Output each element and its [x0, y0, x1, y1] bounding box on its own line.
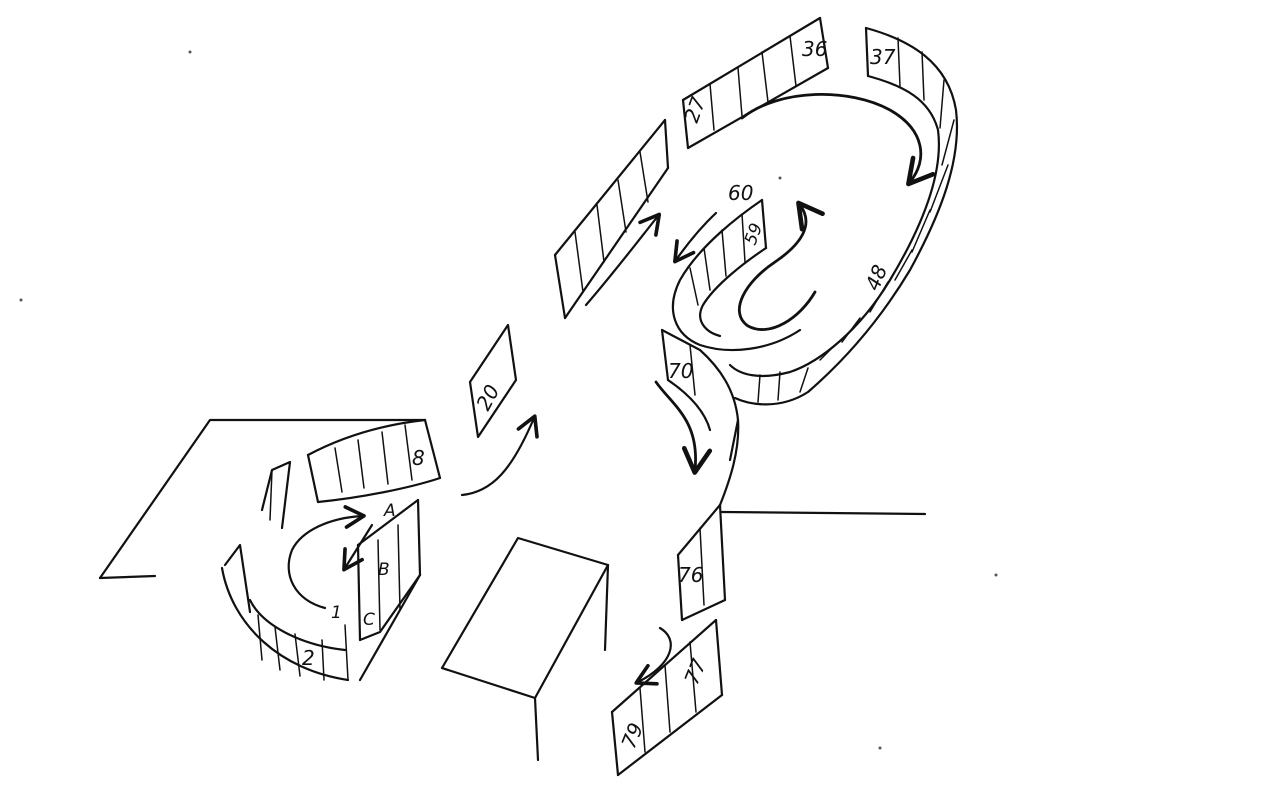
arrow-8-to-corridor: [460, 414, 539, 497]
label-1: 1: [331, 603, 342, 623]
label-C: C: [363, 610, 375, 630]
label-2: 2: [302, 646, 315, 670]
wall-70-76: [654, 328, 927, 622]
corridor-wall: [553, 16, 830, 320]
stray-dots: [19, 50, 998, 750]
left-platform: [98, 418, 427, 580]
panel-labels: 1 2 8 20 27 36 37 48 59 60 70 76 77 79 A…: [302, 37, 896, 752]
central-block: [440, 536, 610, 762]
label-36: 36: [802, 37, 827, 61]
oval-room: [671, 26, 959, 406]
label-20: 20: [471, 381, 504, 415]
left-spiral-wall: [220, 418, 442, 682]
label-70: 70: [668, 359, 693, 383]
label-8: 8: [412, 446, 425, 470]
label-77: 77: [679, 655, 711, 688]
panel-20: [468, 323, 518, 439]
label-76: 76: [678, 563, 703, 587]
label-27: 27: [679, 93, 710, 125]
wall-77-79: [610, 618, 724, 777]
label-A: A: [383, 501, 396, 521]
label-37: 37: [870, 45, 896, 69]
label-B: B: [378, 560, 390, 580]
label-60: 60: [728, 181, 753, 205]
label-48: 48: [860, 261, 892, 294]
